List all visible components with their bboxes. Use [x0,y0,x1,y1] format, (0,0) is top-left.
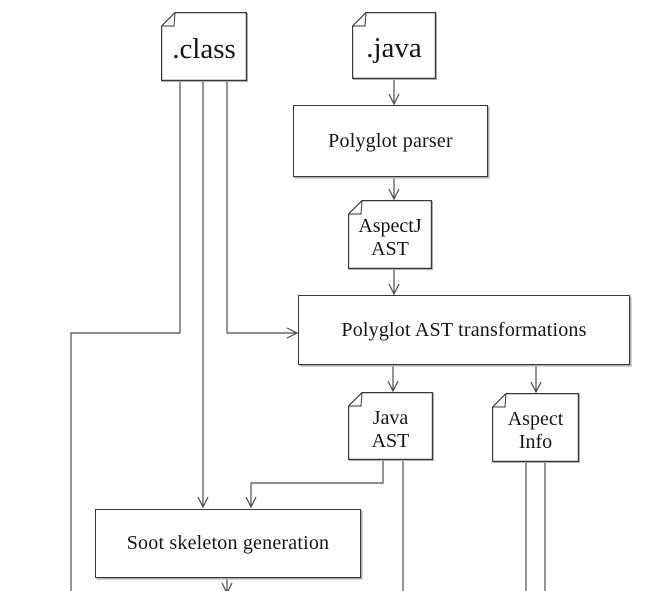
document-icon [492,393,579,462]
aspect-info-label: Aspect Info [507,408,564,453]
class-file-label: .class [172,32,236,65]
aspectj-ast-label: AspectJ AST [358,215,422,260]
document-icon [161,12,247,81]
java-file-node: .java [352,12,436,79]
polyglot-ast-transformations-label: Polyglot AST transformations [341,318,587,341]
java-ast-label: Java AST [371,406,410,452]
java-file-label: .java [366,31,422,64]
edge-class-to-transformations [226,81,297,333]
soot-skeleton-generation-label: Soot skeleton generation [126,532,330,554]
document-icon [348,392,433,460]
java-ast-node: Java AST [348,392,433,460]
document-icon [348,200,432,269]
polyglot-parser-label: Polyglot parser [328,129,453,152]
aspect-info-node: Aspect Info [492,393,579,462]
aspectj-ast-node: AspectJ AST [348,200,432,269]
class-file-node: .class [161,12,247,81]
polyglot-ast-transformations-node: Polyglot AST transformations [298,295,630,365]
polyglot-parser-node: Polyglot parser [293,105,488,177]
edge-java-ast-to-soot-skeleton [251,460,384,507]
document-icon [352,12,436,79]
soot-skeleton-generation-node: Soot skeleton generation [95,509,361,578]
edge-class-to-lower-left [70,81,181,591]
